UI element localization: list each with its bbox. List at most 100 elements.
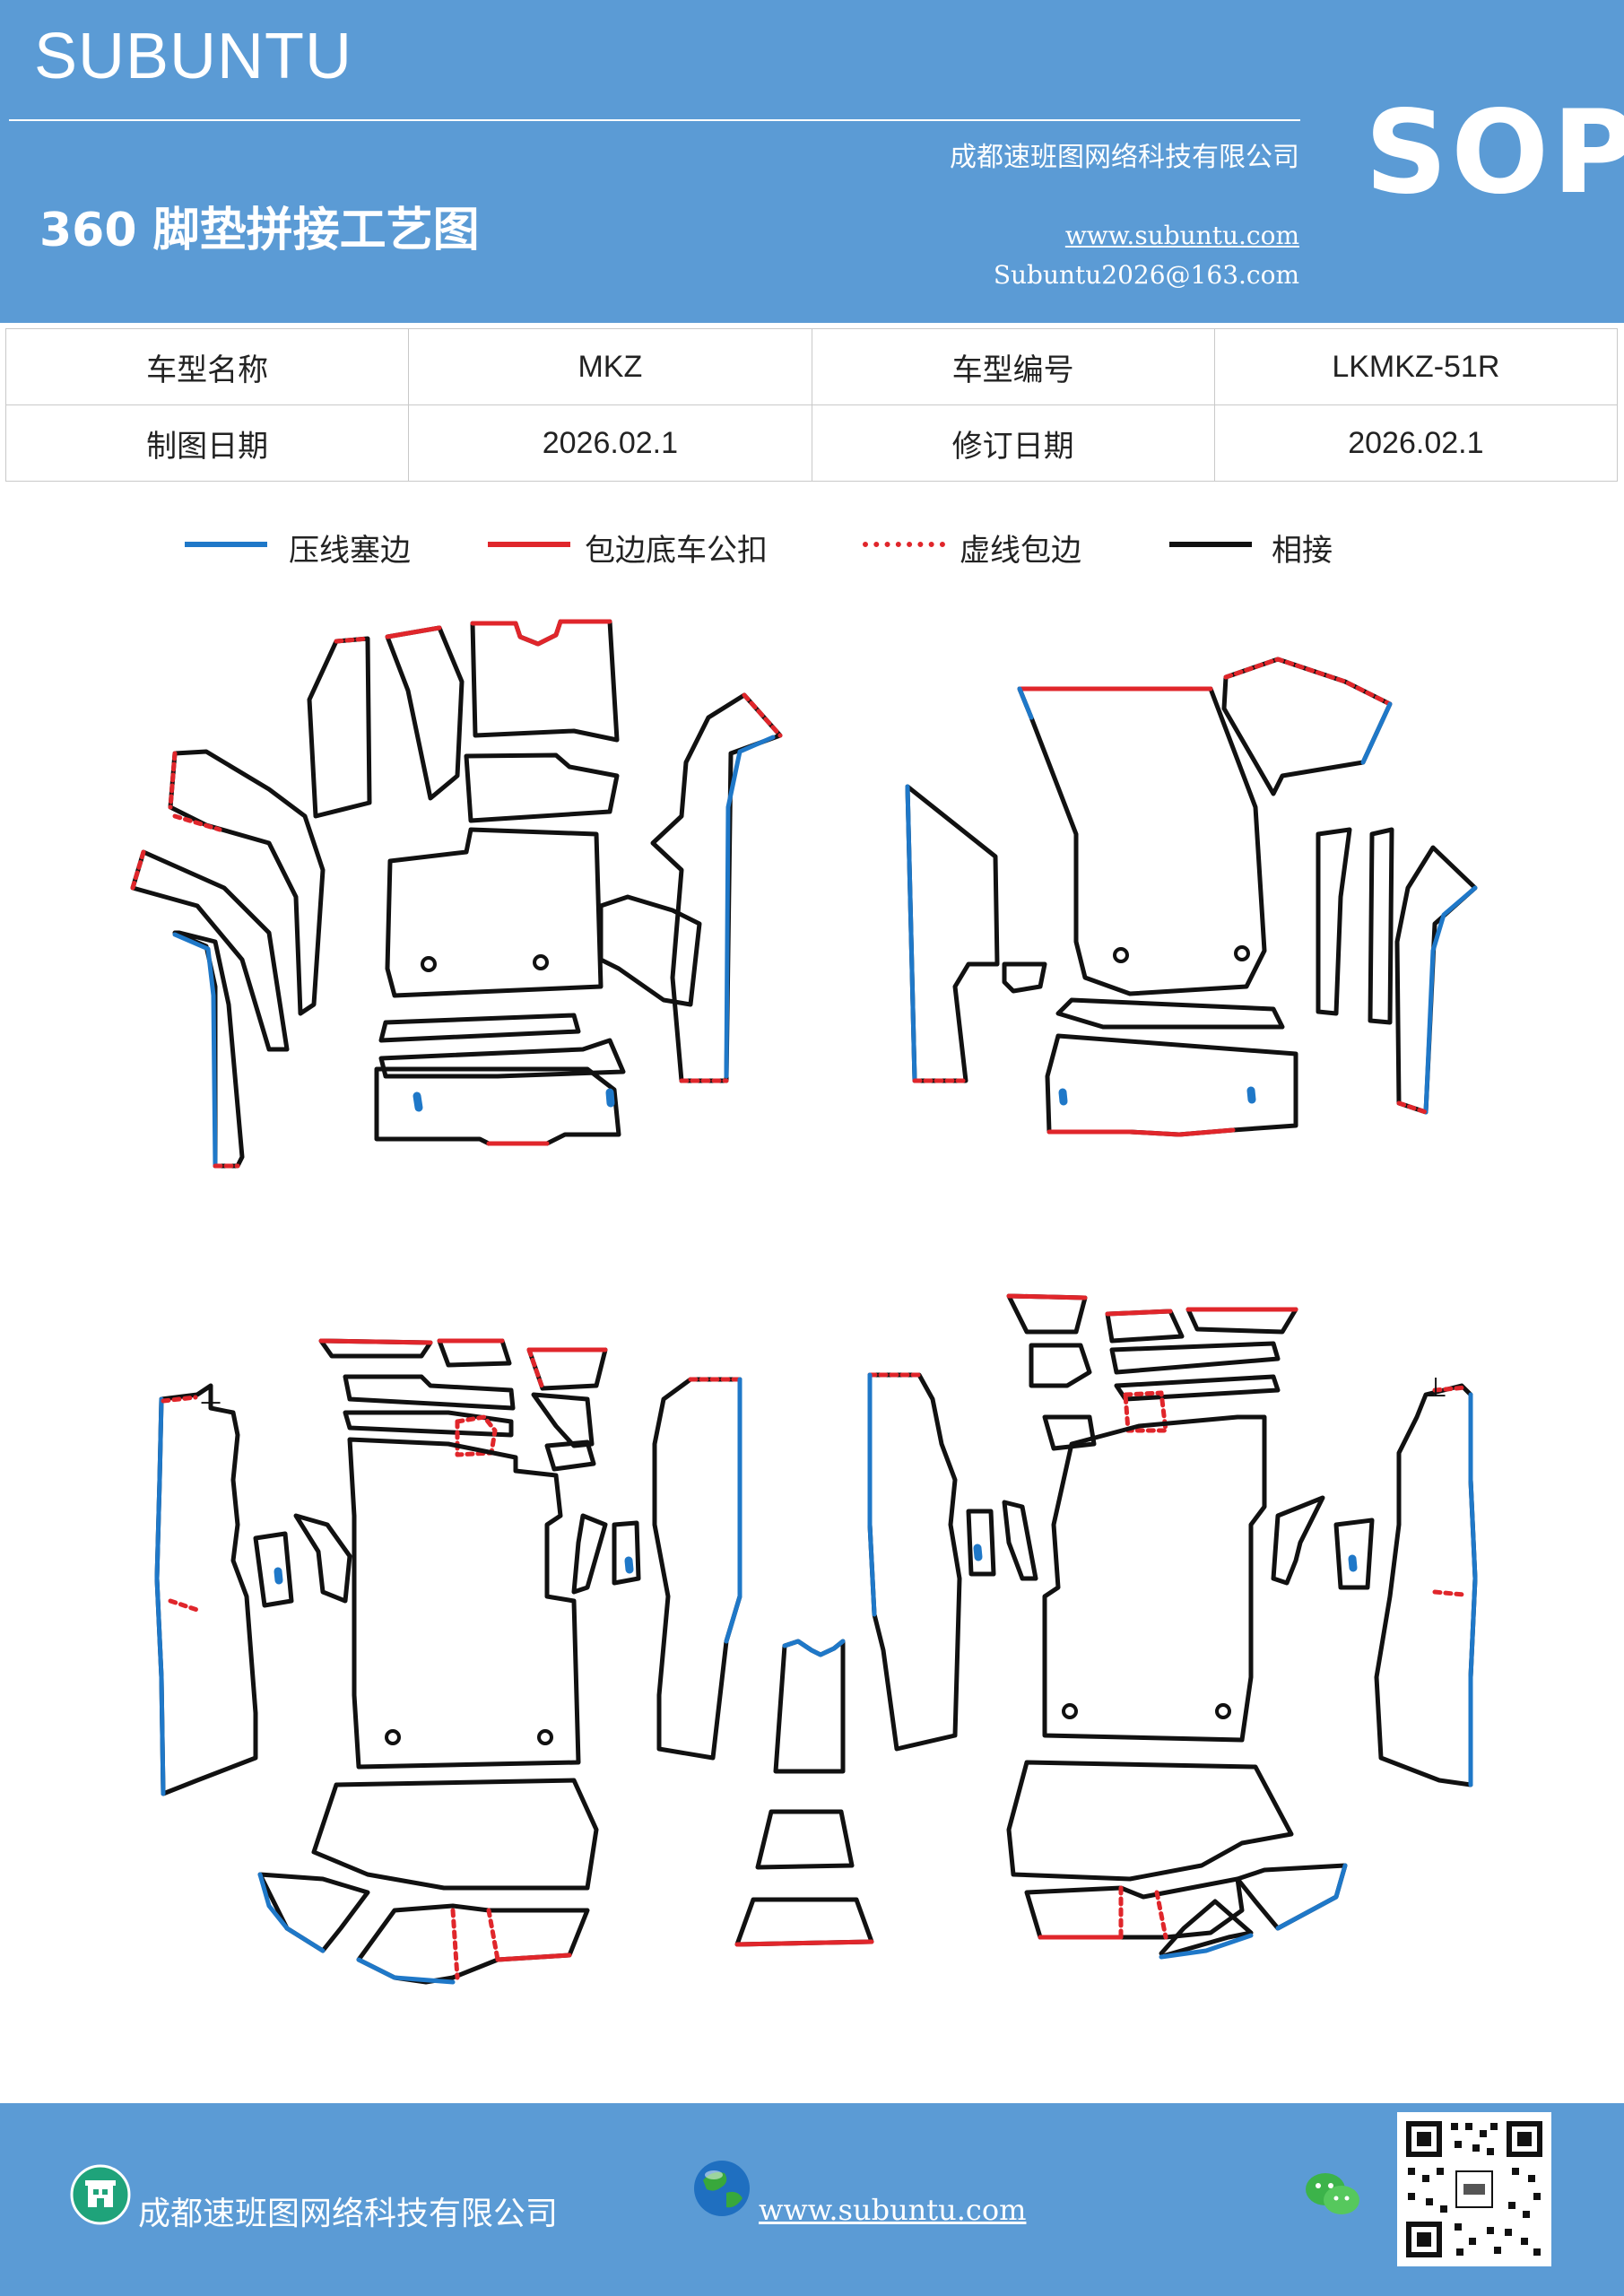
mat-piece [734,1897,874,1947]
dashed-red-edge [1154,1890,1168,1940]
mat-piece [1109,1341,1281,1375]
mat-hole [533,954,549,970]
mat-set-rear-left: ⊥ [154,1338,743,1985]
header-divider [9,119,1300,121]
legend-swatch-blue-solid [185,542,267,547]
mat-piece [311,1778,599,1891]
brand-logo-text: SUBUNTU [34,21,353,92]
dashed-red-edge [168,751,178,810]
mat-piece [1042,1414,1097,1451]
mat-piece [130,849,290,1052]
mat-piece [347,1437,581,1770]
mat-piece [1002,1500,1038,1581]
bolt-symbol-icon: ⊥ [1424,1372,1447,1404]
legend-label-press-line: 压线塞边 [289,533,411,569]
legend-swatch-black-solid [1169,542,1252,547]
mat-piece [755,1809,855,1870]
dashed-red-edge [450,1908,460,1980]
legend-label-edge-buckle: 包边底车公扣 [585,533,768,569]
vehicle-info-table: 车型名称 MKZ 车型编号 LKMKZ-51R 制图日期 2026.02.1 修… [4,328,1619,482]
table-row: 车型名称 MKZ 车型编号 LKMKZ-51R [4,328,1619,405]
dashed-red-edge [172,813,222,832]
wechat-icon[interactable] [1302,2168,1365,2222]
clip-mark [973,1544,983,1561]
dashed-red-edge [1432,1385,1469,1393]
clip-mark [1246,1086,1256,1104]
mat-piece [1029,1343,1092,1388]
mat-piece [773,1639,846,1774]
header-company-name: 成都速班图网络科技有限公司 [950,142,1299,173]
bolt-symbol-icon: ⊥ [199,1379,222,1411]
red-edge [1046,1127,1236,1137]
mat-piece [1368,827,1394,1025]
dashed-red-edge [742,692,783,738]
dashed-red-edge [1432,1589,1466,1597]
line-legend: 压线塞边 包边底车公扣 虚线包边 相接 [0,520,1624,574]
blue-edge [356,1957,456,1985]
mat-piece [1271,1495,1325,1586]
dashed-red-edge [130,849,146,891]
header-website-link[interactable]: www.subuntu.com [1064,221,1299,250]
mat-piece [1114,1374,1281,1402]
mat-piece [1006,1760,1294,1882]
mat-piece [464,752,620,823]
clip-mark [605,1088,615,1108]
model-code-label: 车型编号 [811,328,1215,405]
dashed-red-edge [1223,657,1393,707]
mat-piece [293,1513,352,1604]
mat-piece [1042,1414,1267,1743]
red-edge [385,625,442,639]
blue-edge [1275,1863,1348,1931]
mat-piece [343,1410,514,1438]
red-edge [470,619,612,647]
model-name-value: MKZ [408,328,812,405]
mat-set-front-right [905,657,1478,1137]
mat-piece [253,1531,294,1608]
footer-banner: 成都速班图网络科技有限公司 www.subuntu.com [0,2103,1624,2296]
mat-set-rear-right: ⊥ [867,1293,1478,1960]
mat-set-center [734,1639,874,1947]
clip-mark [624,1556,634,1574]
revision-date-label: 修订日期 [811,404,1215,482]
drawing-date-value: 2026.02.1 [408,404,812,482]
clip-mark [274,1567,283,1585]
footer-company-name: 成都速班图网络科技有限公司 [138,2196,559,2232]
mat-piece [531,1392,595,1448]
blue-edge [1159,1933,1254,1960]
mat-hole [1062,1703,1078,1719]
mat-hole [1113,947,1129,963]
blue-edge [724,735,776,1079]
blue-edge [172,932,218,1169]
header-email[interactable]: Subuntu2026@163.com [993,260,1299,290]
dashed-red-edge [168,1598,200,1613]
globe-icon [694,2161,750,2216]
footer-website-link[interactable]: www.subuntu.com [759,2193,1027,2227]
mat-hole [421,956,437,972]
mat-piece [1002,961,1047,994]
legend-label-joined: 相接 [1272,533,1333,569]
mat-piece [867,1372,962,1752]
mat-hole [1234,945,1250,961]
red-edge [1105,1309,1173,1317]
drawing-date-label: 制图日期 [4,404,410,482]
mat-piece [598,894,702,1007]
dashed-red-piece [455,1414,498,1457]
legend-swatch-red-solid [488,542,570,547]
mat-piece [1185,1307,1298,1335]
dashed-red-piece [1123,1390,1168,1433]
mat-piece [1316,827,1352,1016]
blue-edge [867,1372,877,1617]
clip-mark [1058,1088,1068,1106]
mat-piece [966,1509,996,1577]
mat-piece [1333,1518,1375,1590]
mat-piece [343,1374,516,1411]
blue-edge [1423,885,1478,1115]
dashed-red-edge [1396,1100,1429,1115]
qr-code-icon[interactable] [1397,2112,1551,2266]
mat-set-front-left [130,619,783,1169]
mat-piece [374,1066,621,1146]
mat-piece [378,1013,581,1043]
mat-hole [537,1729,553,1745]
dashed-red-edge [486,1908,500,1962]
